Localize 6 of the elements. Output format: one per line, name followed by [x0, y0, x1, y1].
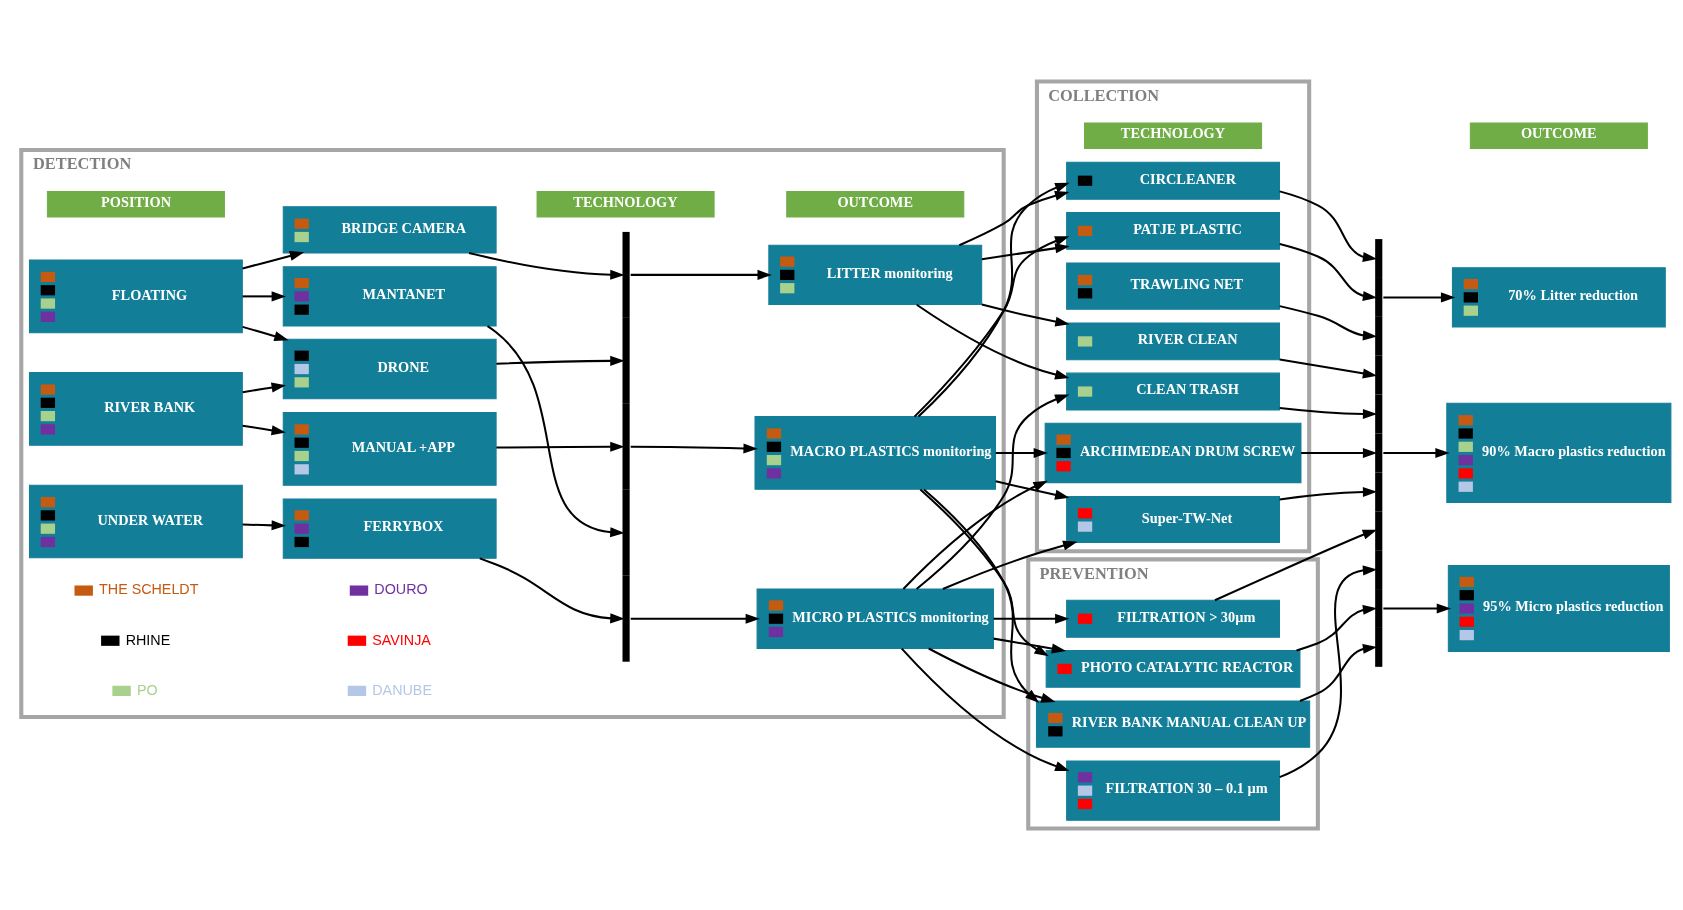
legend-label: DOURO	[373, 581, 428, 598]
legend-label: SAVINJA	[371, 631, 431, 648]
legend-label: DANUBE	[371, 681, 432, 698]
legend-label: RHINE	[125, 631, 170, 648]
legend-label: PO	[136, 681, 158, 698]
legend-label: THE SCHELDT	[98, 581, 198, 598]
